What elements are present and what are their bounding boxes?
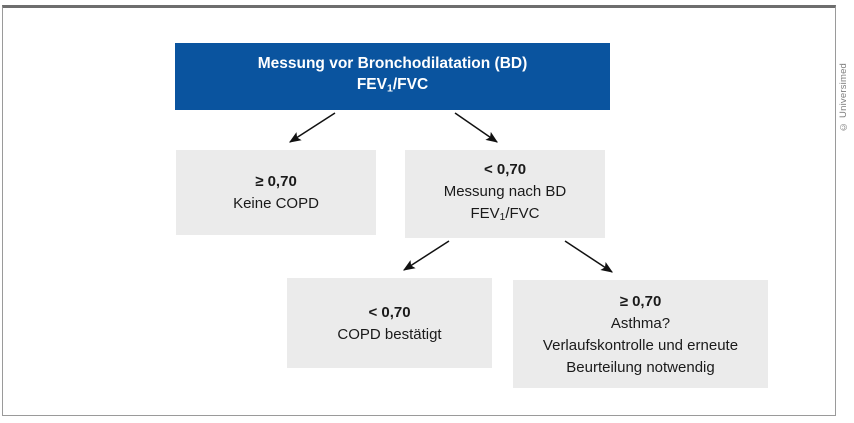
node-no-copd-line2: Keine COPD — [233, 195, 319, 212]
node-copd-confirmed-line2: COPD bestätigt — [337, 325, 442, 343]
node-asthma: ≥ 0,70 Asthma? Verlaufskontrolle und ern… — [513, 280, 768, 388]
node-post-bd-line3: FEV1/FVC — [470, 203, 539, 229]
node-asthma-line4: Beurteilung notwendig — [566, 358, 715, 376]
node-asthma-line2: Asthma? — [610, 314, 671, 332]
node-post-bd-line3-suffix: /FVC — [505, 205, 540, 223]
node-root-line1: Messung vor Bronchodilatation (BD) — [257, 55, 528, 73]
node-post-bd-line3-prefix: FEV — [470, 205, 500, 223]
node-copd-confirmed-value: < 0,70 — [368, 303, 411, 321]
node-post-bd: < 0,70 Messung nach BD FEV1/FVC — [405, 150, 605, 238]
node-post-bd-value: < 0,70 — [483, 161, 527, 179]
node-post-bd-line3-sub: 1 — [499, 212, 506, 224]
node-asthma-line3: Verlaufskontrolle und erneute — [542, 336, 739, 354]
node-no-copd: ≥ 0,70 Keine COPD — [176, 150, 376, 235]
node-root-line2: FEV1/FVC — [357, 74, 428, 99]
node-no-copd-value: ≥ 0,70 — [255, 173, 297, 190]
node-post-bd-line2: Messung nach BD — [443, 183, 567, 201]
node-root: Messung vor Bronchodilatation (BD) FEV1/… — [175, 43, 610, 110]
node-asthma-value: ≥ 0,70 — [619, 292, 662, 310]
copyright-credit: © Universimed — [838, 62, 849, 132]
node-root-line2-suffix: /FVC — [392, 76, 429, 94]
node-copd-confirmed: < 0,70 COPD bestätigt — [287, 278, 492, 368]
node-root-line2-sub: 1 — [386, 82, 393, 95]
node-root-line2-prefix: FEV — [356, 76, 387, 94]
